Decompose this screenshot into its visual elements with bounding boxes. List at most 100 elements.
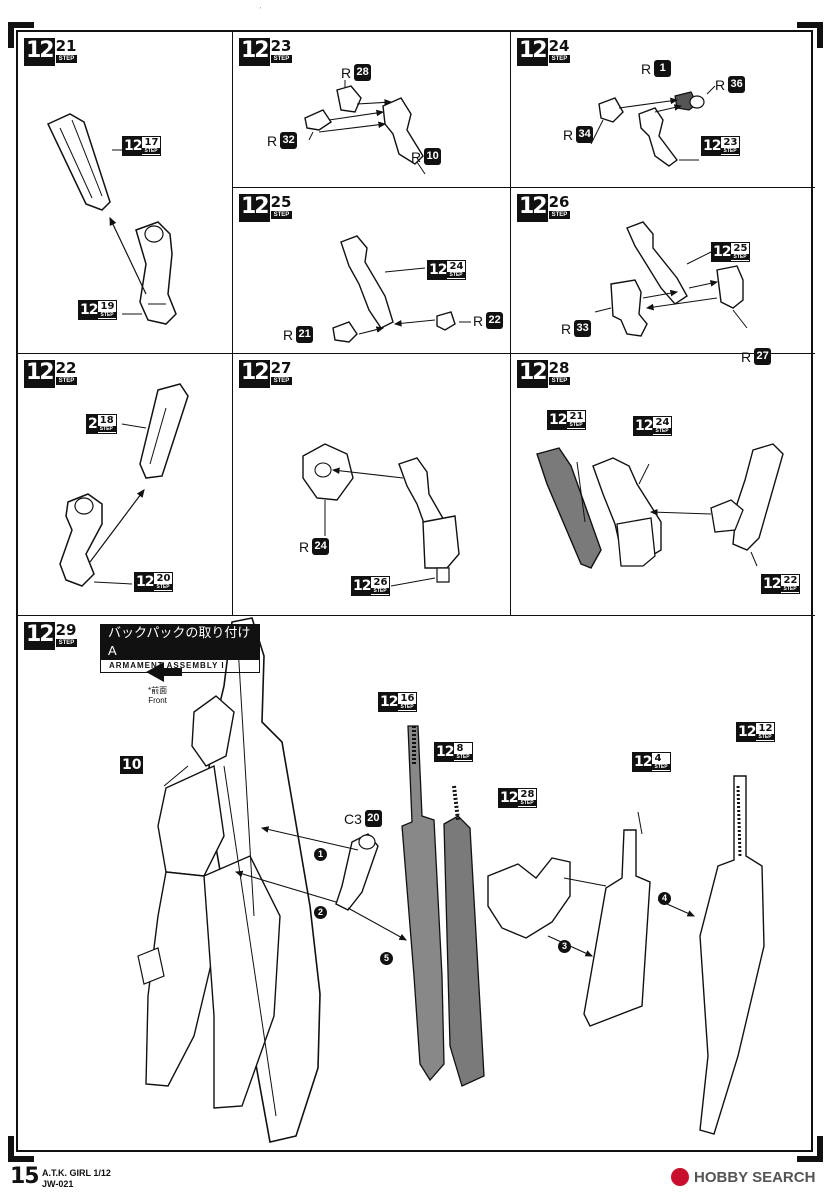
front-note-en: Front [148,696,167,705]
ref-suffix: STEP [731,254,750,260]
step-28-illustration [536,443,784,569]
step-number: 24 [548,37,570,55]
ref-prefix: 12 [712,243,732,261]
frame-corner [8,22,34,48]
step-29-illustration [137,617,765,1143]
frame-corner [797,22,823,48]
ref-number: 23 [723,137,738,148]
step-number: 23 [270,37,292,55]
step-25-illustration [332,235,471,343]
hobby-search-logo-icon [671,1168,689,1186]
ref-suffix: STEP [371,588,390,594]
step-suffix: STEP [55,377,78,385]
order-mark: 2 [314,906,327,919]
order-mark: 1 [314,848,327,861]
ref-prefix: 12 [762,575,782,593]
ref-suffix: STEP [781,586,800,592]
ref-number: 20 [156,573,171,584]
step-reference-badge: 10 [120,756,144,774]
ref-suffix: STEP [653,428,672,434]
step-number: 25 [270,193,292,211]
ref-number: 12 [758,723,773,734]
step-prefix: 12 [24,38,55,66]
step-prefix: 12 [24,622,55,650]
ref-suffix: STEP [142,148,161,154]
ref-prefix: 12 [79,301,99,319]
step-number: 22 [55,359,77,377]
step-suffix: STEP [55,55,78,63]
step-suffix: STEP [548,55,571,63]
step-prefix: 12 [517,38,548,66]
ref-number: 26 [373,577,388,588]
front-note-jp: *前面 [148,686,168,695]
frame-corner [8,1136,34,1162]
ref-prefix: 12 [123,137,143,155]
ref-suffix: STEP [447,272,466,278]
ref-number: 21 [569,411,584,422]
ref-prefix: 12 [633,753,653,771]
step-prefix: 12 [239,360,270,388]
step-prefix: 12 [239,38,270,66]
ref-number: 4 [654,753,662,764]
ref-suffix: STEP [454,754,472,760]
step-23-illustration [304,80,426,175]
ref-prefix: 12 [499,789,519,807]
order-mark: 4 [658,892,671,905]
ref-prefix: 12 [428,261,448,279]
step-number: 26 [548,193,570,211]
step-prefix: 12 [517,194,548,222]
ref-number: 8 [456,743,464,754]
page-number: 15 [10,1164,40,1189]
step-27-illustration [302,443,460,587]
step-suffix: STEP [55,639,78,647]
watermark-text: HOBBY SEARCH [694,1168,816,1186]
ref-number: 19 [100,301,115,312]
step-number: 21 [55,37,77,55]
ref-number: 18 [99,415,114,426]
step-22-illustration [59,383,189,587]
ref-prefix: 12 [135,573,155,591]
ref-number: 22 [783,575,798,586]
frame-corner [797,1136,823,1162]
assembly-title-jp: バックパックの取り付け A [100,624,260,660]
ref-prefix: 12 [548,411,568,429]
step-prefix: 12 [239,194,270,222]
step-suffix: STEP [270,55,293,63]
step-24-illustration [590,85,716,167]
ref-number: 17 [144,137,159,148]
ref-number: 25 [733,243,748,254]
step-number: 27 [270,359,292,377]
